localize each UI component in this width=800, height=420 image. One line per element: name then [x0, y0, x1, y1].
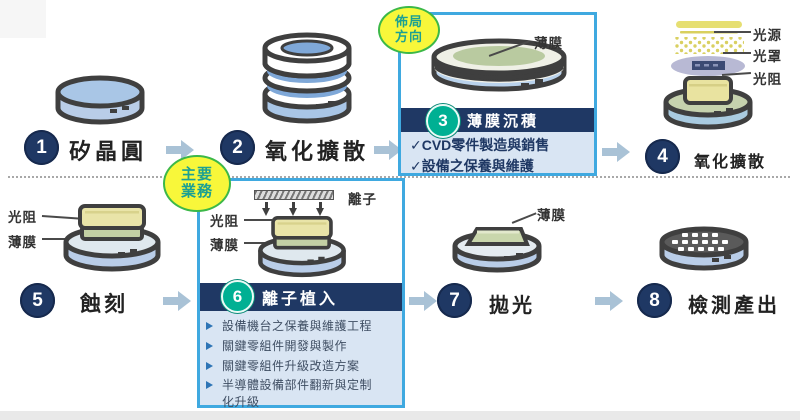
step-5-number: 5	[32, 289, 43, 311]
step-6-number: 6	[232, 286, 243, 306]
step-2-number: 2	[232, 136, 243, 158]
deposition-title: 薄膜沉積	[467, 112, 540, 130]
step-8-number: 8	[649, 289, 660, 311]
step-8-label: 檢測產出	[688, 295, 780, 317]
top-left-patch	[0, 0, 46, 38]
service-text: CVD零件製造與銷售	[421, 137, 550, 153]
step-7-badge: 7	[437, 283, 472, 318]
light-source-annotation: 光源	[753, 28, 782, 43]
check-mark: ✓	[410, 158, 422, 174]
film-annotation: 薄膜	[534, 36, 563, 51]
ion-arrow-icon	[289, 202, 298, 217]
silicon-wafer-icon	[55, 75, 145, 125]
business-callout-line1: 主要	[180, 165, 213, 183]
step-1-number: 1	[36, 136, 47, 158]
step-1-badge: 1	[24, 130, 59, 165]
film-connector-line	[42, 238, 72, 240]
bullet-icon	[206, 381, 213, 390]
bottom-strip	[0, 411, 800, 420]
inspection-wafer-icon	[659, 226, 749, 271]
mask-annotation: 光罩	[753, 49, 782, 64]
ion-arrow-icon	[316, 202, 325, 217]
resist-connector-line	[244, 219, 272, 221]
deposition-service-box: 薄膜 薄膜沉積 3 ✓CVD零件製造與銷售 ✓設備之保養與維護	[398, 12, 597, 176]
bullet-icon	[206, 341, 213, 350]
service-line: ✓CVD零件製造與銷售	[410, 135, 594, 156]
flow-arrow-icon	[409, 291, 439, 311]
lithography-stack-icon	[663, 21, 753, 130]
step-3-badge: 3	[426, 104, 460, 138]
implant-service-box: 離子 光阻 薄膜 離子植入 6 設備機台之保養與維護工程 關鍵零組件開發與製作	[197, 178, 405, 409]
service-line: 設備機台之保養與維護工程	[200, 318, 402, 335]
direction-callout-line1: 佈局	[394, 14, 423, 30]
implant-title: 離子植入	[262, 291, 339, 308]
etched-wafer-icon	[63, 204, 161, 272]
service-line: 關鍵零組件開發與製作	[200, 338, 402, 355]
step-4-label: 氧化擴散	[694, 154, 767, 171]
polish-wafer-icon	[452, 227, 542, 273]
step-6-badge: 6	[221, 280, 254, 313]
step-2-badge: 2	[220, 130, 255, 165]
step-5-badge: 5	[20, 283, 55, 318]
resist-annotation: 光阻	[753, 72, 782, 87]
step-4-badge: 4	[645, 139, 680, 174]
step-1-label: 矽晶圓	[69, 139, 148, 164]
service-line: 半導體設備部件翻新與定制化升級	[200, 377, 402, 411]
deposition-services-panel: ✓CVD零件製造與銷售 ✓設備之保養與維護	[401, 132, 594, 174]
film-annotation: 薄膜	[537, 208, 566, 223]
deposition-wafer-icon	[431, 38, 567, 92]
service-text: 關鍵零組件開發與製作	[222, 338, 348, 353]
implant-services-panel: 設備機台之保養與維護工程 關鍵零組件開發與製作 關鍵零組件升級改造方案 半導體設…	[200, 311, 402, 409]
direction-callout: 佈局 方向	[378, 6, 440, 54]
step-7-label: 拋光	[489, 295, 535, 317]
step-4-number: 4	[657, 145, 668, 167]
service-text: 設備之保養與維護	[421, 158, 534, 174]
step-7-number: 7	[449, 289, 460, 311]
flow-arrow-icon	[602, 142, 632, 162]
flow-arrow-icon	[595, 291, 625, 311]
row-divider-line	[8, 176, 790, 178]
step-3-number: 3	[438, 111, 448, 130]
business-callout-line2: 業務	[180, 182, 213, 200]
step-5-label: 蝕刻	[80, 293, 128, 316]
film-annotation: 薄膜	[8, 235, 37, 250]
oxidation-wafer-stack-icon	[262, 32, 352, 124]
service-text: 關鍵零組件升級改造方案	[222, 358, 360, 373]
ion-arrow-icon	[262, 202, 271, 217]
resist-annotation: 光阻	[210, 214, 239, 229]
mask-connector-line	[723, 52, 751, 54]
flow-arrow-icon	[163, 291, 193, 311]
film-connector-line	[244, 242, 268, 244]
ion-annotation: 離子	[348, 192, 377, 207]
bullet-icon	[206, 322, 213, 330]
business-callout: 主要 業務	[163, 155, 231, 212]
ion-beam-icon	[254, 190, 334, 200]
direction-callout-line2: 方向	[394, 29, 423, 44]
resist-annotation: 光阻	[8, 210, 37, 225]
service-text: 半導體設備部件翻新與定制化升級	[222, 378, 373, 410]
film-annotation: 薄膜	[210, 238, 239, 253]
light-source-connector-line	[714, 31, 751, 33]
service-line: 關鍵零組件升級改造方案	[200, 358, 402, 375]
implant-wafer-icon	[258, 216, 346, 278]
service-line: ✓設備之保養與維護	[410, 156, 594, 177]
step-2-label: 氧化擴散	[265, 139, 370, 164]
check-mark: ✓	[410, 137, 422, 153]
service-text: 設備機台之保養與維護工程	[222, 319, 373, 333]
bullet-icon	[206, 361, 213, 370]
step-8-badge: 8	[637, 283, 672, 318]
